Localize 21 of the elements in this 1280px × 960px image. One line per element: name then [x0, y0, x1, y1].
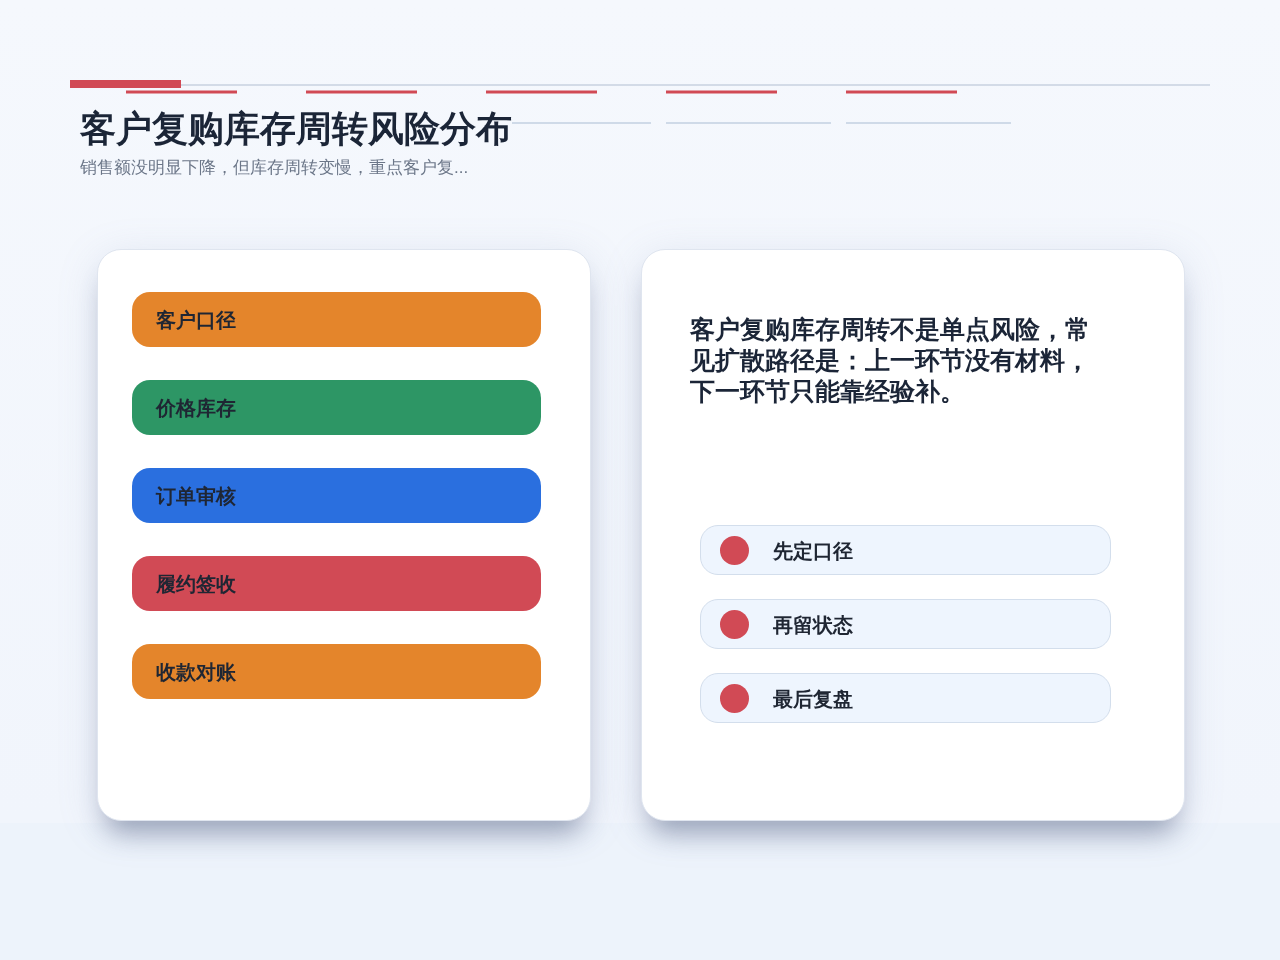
step-label: 最后复盘 [773, 687, 853, 712]
page-title: 客户复购库存周转风险分布 [80, 107, 512, 151]
subtitle-text: 销售额没明显下降，但库存周转变慢，重点客户复... [80, 157, 469, 179]
step-label: 先定口径 [773, 539, 853, 564]
stage-bar [132, 380, 541, 435]
step-label: 再留状态 [773, 613, 853, 638]
stage-bar [132, 468, 541, 523]
stage-label: 履约签收 [156, 571, 236, 597]
stage-bar [132, 556, 541, 611]
stage-label: 收款对账 [156, 659, 236, 685]
card-panel [97, 249, 591, 821]
stage-label: 价格库存 [156, 395, 236, 421]
stage-bar [132, 644, 541, 699]
card-panel [641, 249, 1185, 821]
step-pill [700, 525, 1111, 575]
stage-bar [132, 292, 541, 347]
panel-text: 客户复购库存周转不是单点风险，常见扩散路径是：上一环节没有材料，下一环节只能靠经验补。 [690, 315, 1091, 407]
step-pill [700, 599, 1111, 649]
stage-label: 客户口径 [156, 307, 236, 333]
step-pill [700, 673, 1111, 723]
stage-label: 订单审核 [156, 483, 236, 509]
